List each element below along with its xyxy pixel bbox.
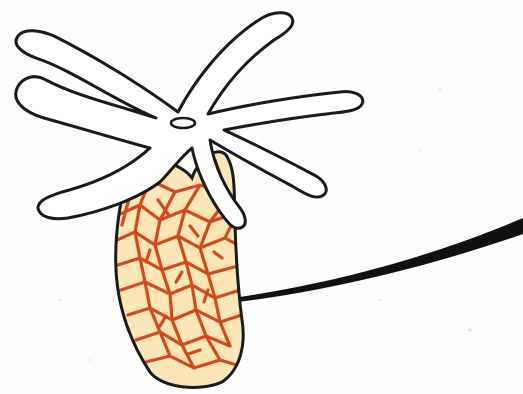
mouth-hypostome [171, 118, 195, 128]
pointer-line [198, 218, 523, 306]
